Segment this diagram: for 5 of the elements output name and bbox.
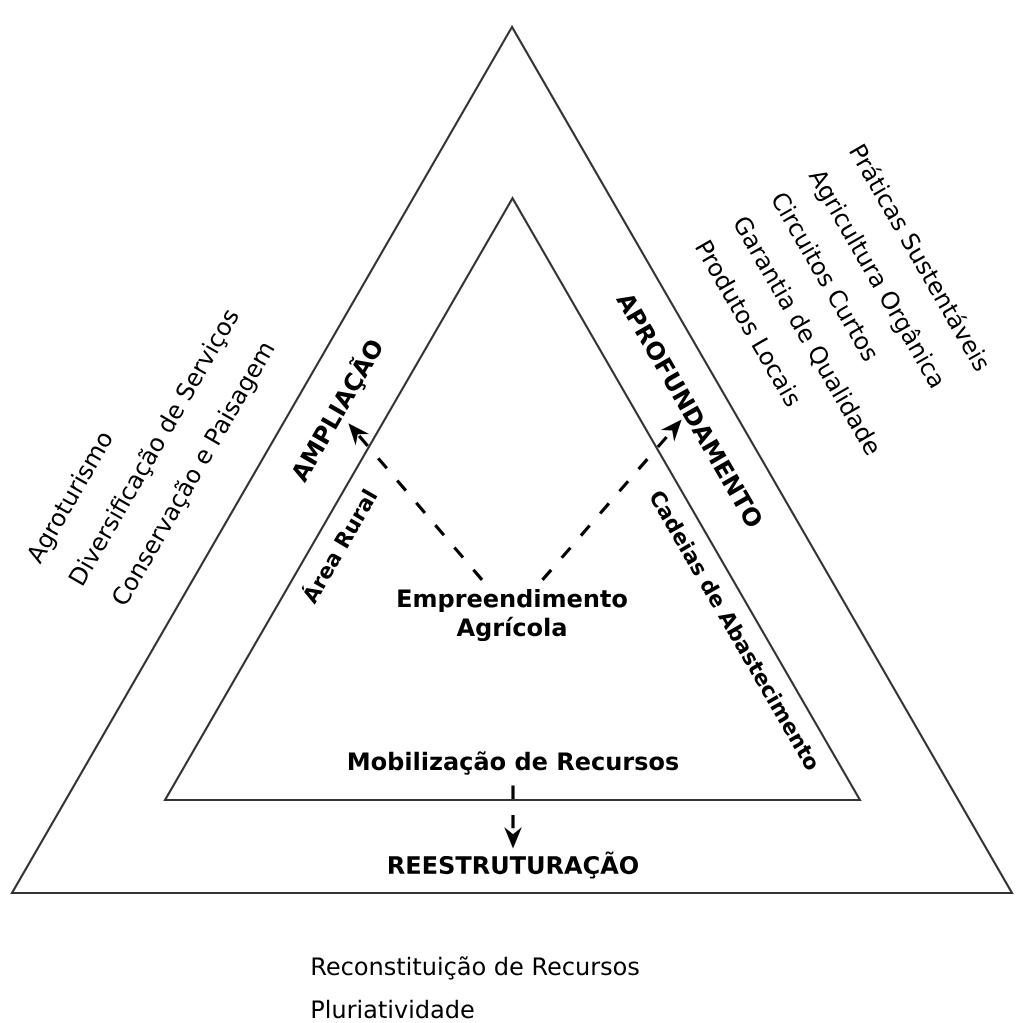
- bold-label: Mobilização de Recursos: [349, 751, 679, 775]
- bold-label: Empreendimento Agrícola: [398, 588, 627, 642]
- annotation-text: Reconstituição de Recursos: [312, 956, 639, 980]
- bold-label: REESTRUTURAÇÃO: [389, 851, 638, 879]
- annotation-text: Pluriatividade: [312, 999, 474, 1019]
